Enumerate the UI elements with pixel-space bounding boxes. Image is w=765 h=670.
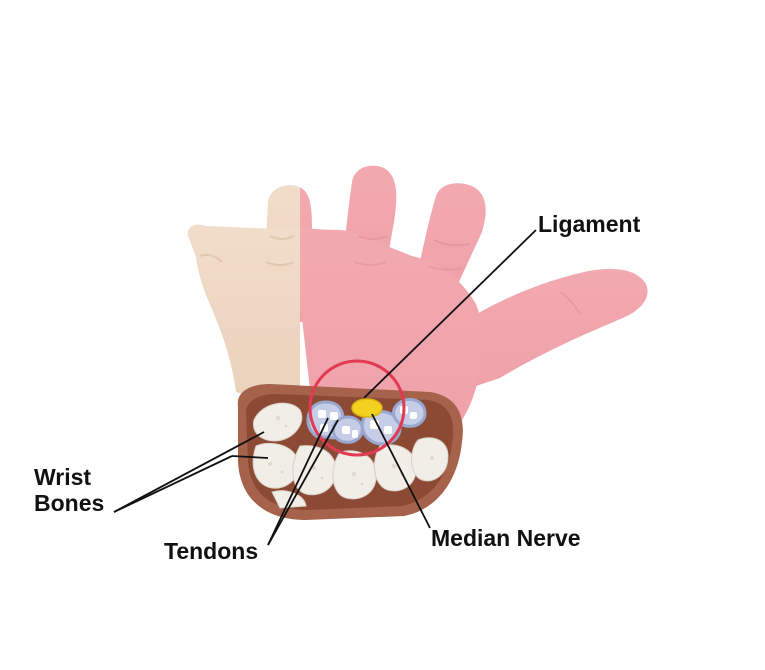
- label-median-nerve: Median Nerve: [431, 525, 581, 551]
- label-ligament: Ligament: [538, 211, 641, 237]
- label-wrist-line1: Wrist: [34, 464, 92, 490]
- label-tendons: Tendons: [164, 538, 259, 564]
- label-wrist-line2: Bones: [34, 490, 105, 517]
- leader-line-tendons-1: [267, 417, 329, 546]
- median-nerve-shape: [351, 398, 383, 418]
- finger-creases-beige: [199, 235, 295, 266]
- wrist-bones-shapes: [252, 402, 449, 509]
- finger-creases: [353, 235, 581, 315]
- leader-line-ligament: [363, 229, 537, 399]
- highlight-circle: [308, 359, 406, 457]
- leader-line-tendons-2: [267, 419, 339, 546]
- leader-line-median-nerve: [371, 413, 431, 529]
- wrist-cross-section: [237, 384, 463, 520]
- label-wrist-bones: Wrist Bones: [34, 464, 104, 517]
- leader-line-wrist-mid: [113, 455, 233, 513]
- leader-line-wrist-lower: [231, 455, 269, 459]
- leader-line-wrist-upper: [113, 431, 265, 513]
- leader-lines: [113, 229, 537, 546]
